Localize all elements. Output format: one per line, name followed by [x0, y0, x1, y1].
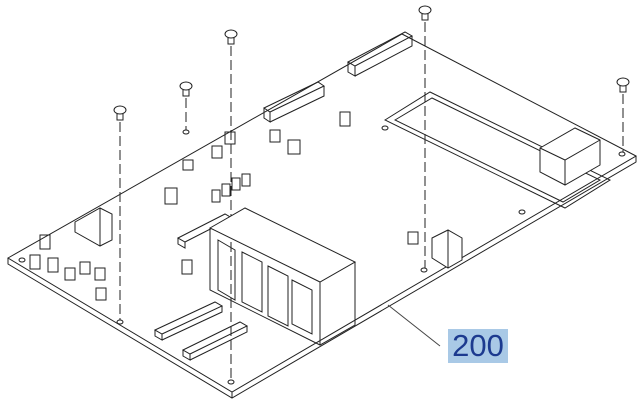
board-outline: [7, 33, 638, 399]
screw-icon: [179, 81, 193, 135]
screws: [18, 5, 630, 385]
part-number-callout: 200: [448, 329, 508, 363]
screw-icon: [224, 29, 238, 385]
screw-icon: [616, 77, 630, 157]
callout-leader-line: [387, 304, 441, 347]
heatsink-block: [208, 207, 357, 346]
screw-icon: [418, 5, 432, 273]
connector-slots: [153, 31, 414, 361]
screw-icon: [113, 105, 127, 325]
shield-frame: [383, 91, 612, 209]
small-connectors: [29, 111, 463, 301]
